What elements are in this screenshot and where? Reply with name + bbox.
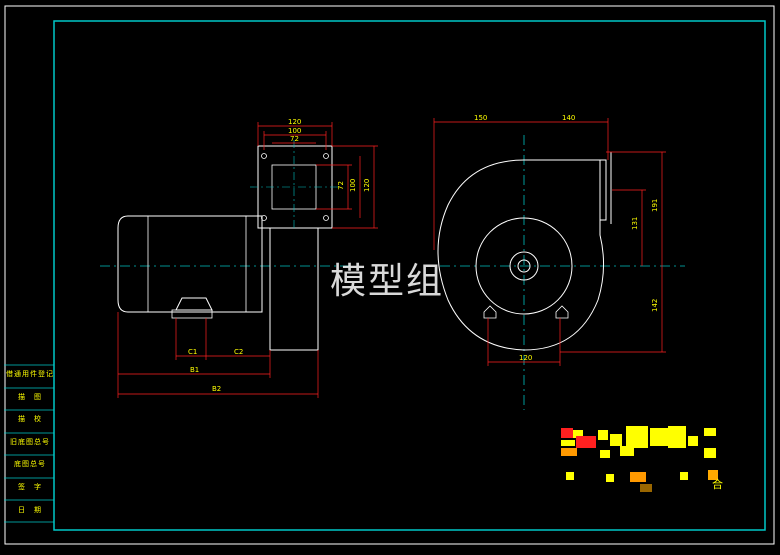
dim-131: 131 (631, 217, 639, 230)
side-label-6: 日 期 (18, 506, 42, 514)
front-view: 150 140 191 131 142 120 (433, 114, 685, 410)
dim-top-72: 72 (290, 135, 299, 143)
flange-holes (261, 153, 329, 221)
dim-lines-right (316, 145, 378, 229)
housing-side (269, 227, 319, 351)
dim-right-120: 120 (363, 179, 371, 192)
dim-c1: C1 (188, 348, 197, 356)
side-label-2: 描 校 (18, 415, 42, 423)
dim-191: 191 (651, 199, 659, 212)
front-foot-right (555, 305, 569, 319)
hub-inner (517, 259, 531, 273)
side-label-4: 底图总号 (14, 460, 46, 468)
side-label-3: 旧底图总号 (10, 438, 50, 446)
dim-lines-top (257, 122, 333, 150)
dim-150: 150 (474, 114, 487, 122)
front-foot-left (483, 305, 497, 319)
dim-top-120: 120 (288, 118, 301, 126)
dim-c2: C2 (234, 348, 243, 356)
dim-120-bottom: 120 (519, 354, 532, 362)
dim-lines-front (433, 118, 666, 366)
dim-b2: B2 (212, 385, 221, 393)
motor-body (117, 215, 263, 313)
dim-142: 142 (651, 299, 659, 312)
scroll-housing (437, 159, 605, 351)
side-label-1: 描 图 (18, 393, 42, 401)
motor-base (171, 309, 213, 319)
side-table (4, 364, 54, 523)
inlet-ring (475, 217, 573, 315)
title-block-char: 合 (712, 477, 723, 491)
outer-border (4, 5, 775, 545)
dim-lines-bottom (117, 312, 319, 398)
dim-right-72: 72 (337, 181, 345, 190)
motor-foot (175, 297, 213, 311)
hub-outer (509, 251, 539, 281)
dim-b1: B1 (190, 366, 199, 374)
dim-140: 140 (562, 114, 575, 122)
title-block: 合 (561, 426, 723, 492)
side-label-5: 签 字 (18, 483, 42, 491)
outlet-lip (600, 159, 607, 221)
side-view: 120 100 72 72 100 120 C1 C2 B1 B2 (100, 118, 378, 398)
watermark-text: 模型组 (330, 261, 445, 302)
inner-frame (53, 20, 766, 531)
dim-right-100: 100 (349, 179, 357, 192)
side-label-0: 借通用件登记 (6, 370, 54, 378)
dim-top-100: 100 (288, 127, 301, 135)
